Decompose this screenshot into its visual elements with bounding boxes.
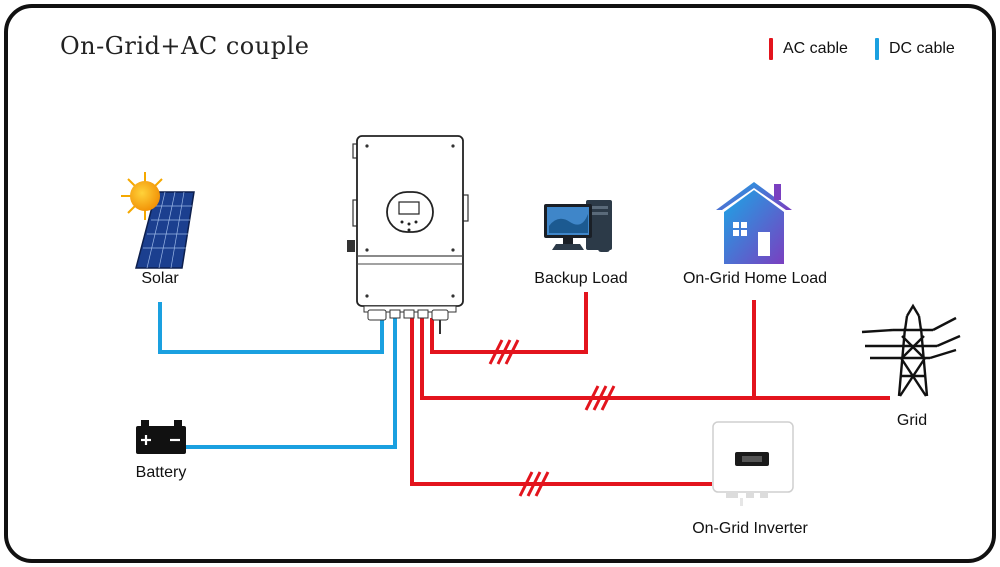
dc-cables — [158, 302, 397, 449]
ac-cables — [410, 292, 890, 486]
ac-cable-grid — [420, 318, 890, 400]
cable-mark-ongrid — [518, 471, 550, 497]
backup-load-label: Backup Load — [534, 270, 628, 287]
dc-cable-swatch — [875, 38, 879, 60]
grid-label: Grid — [896, 412, 928, 429]
cable-mark-backup — [488, 339, 520, 365]
ac-cable-swatch — [769, 38, 773, 60]
legend-dc: DC cable — [875, 38, 955, 60]
legend-ac: AC cable — [769, 38, 848, 60]
hybrid-inverter-icon — [347, 135, 469, 334]
ac-cable-ongrid-inverter — [410, 318, 712, 486]
house-door — [758, 232, 770, 256]
transmission-tower-icon — [861, 303, 961, 397]
house-icon — [716, 182, 792, 264]
diagram-title: On-Grid+AC couple — [60, 32, 310, 60]
house-window — [733, 222, 747, 236]
desktop-computer-icon — [544, 200, 612, 252]
solar-label: Solar — [141, 270, 179, 287]
dc-cable-battery — [186, 318, 397, 449]
home-load-label: On-Grid Home Load — [682, 270, 828, 287]
solar-panel-icon — [121, 172, 195, 269]
battery-label: Battery — [135, 464, 187, 481]
sun-icon — [130, 181, 160, 211]
cable-mark-grid — [584, 385, 616, 411]
legend-dc-label: DC cable — [889, 40, 955, 57]
ongrid-inverter-icon — [712, 421, 794, 506]
legend-ac-label: AC cable — [783, 40, 848, 57]
cable-marks — [488, 339, 616, 497]
dc-cable-solar — [158, 302, 384, 354]
ongrid-inverter-label: On-Grid Inverter — [692, 520, 808, 537]
ac-cable-backup-load — [430, 292, 588, 354]
battery-icon — [136, 420, 186, 454]
